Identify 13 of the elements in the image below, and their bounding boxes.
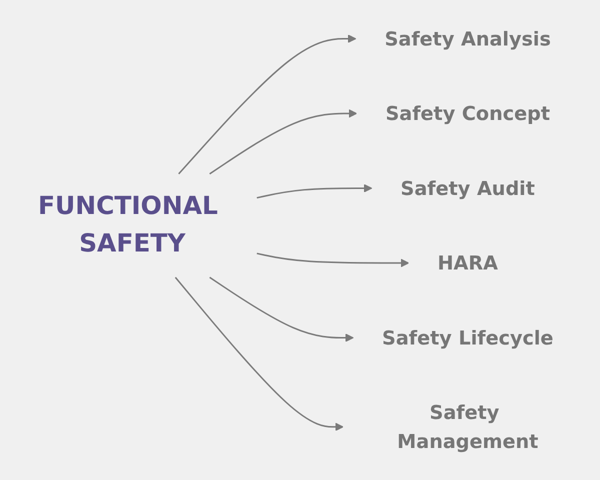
node-text: FUNCTIONAL SAFETY bbox=[38, 192, 218, 258]
arrow bbox=[178, 34, 356, 174]
node-text: Safety Audit bbox=[400, 176, 535, 200]
node-text: Safety Analysis bbox=[384, 27, 551, 50]
arrow bbox=[174, 276, 344, 432]
arrow bbox=[209, 276, 354, 342]
node-text: Safety Lifecycle bbox=[382, 326, 554, 350]
node-text: Safety Management bbox=[397, 401, 538, 453]
node-text: HARA bbox=[437, 252, 498, 275]
arrow bbox=[209, 109, 358, 174]
node-text: Safety Concept bbox=[385, 102, 550, 125]
arrow bbox=[256, 252, 410, 268]
arrow bbox=[256, 184, 372, 199]
